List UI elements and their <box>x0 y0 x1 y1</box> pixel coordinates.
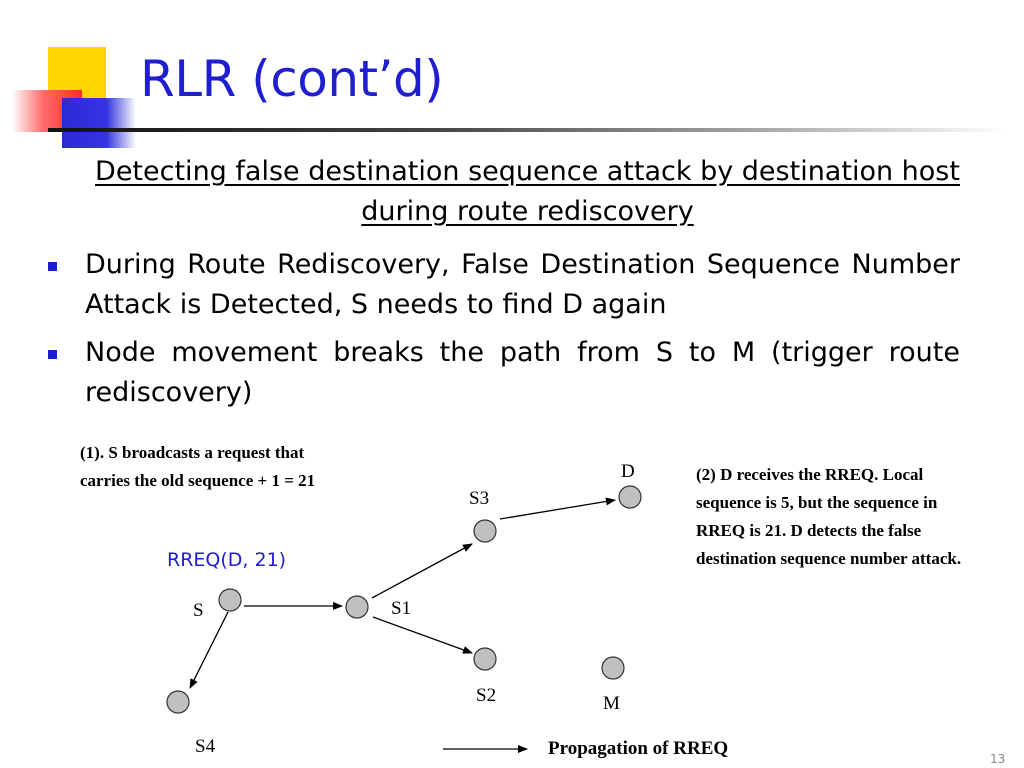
note-step-1: (1). S broadcasts a request that carries… <box>80 443 316 490</box>
corner-logo <box>0 0 140 150</box>
node-label-s3: S3 <box>469 488 490 509</box>
bullet-text: Node movement breaks the path from S to … <box>85 337 960 408</box>
legend-label: Propagation of RREQ <box>548 738 729 759</box>
bullet-item: Node movement breaks the path from S to … <box>45 333 960 413</box>
node-s3 <box>473 519 497 543</box>
node-label-s2: S2 <box>476 685 497 706</box>
bullet-item: During Route Rediscovery, False Destinat… <box>45 245 960 325</box>
note-step-2: (2) D receives the RREQ. Local sequence … <box>696 465 962 568</box>
node-s <box>218 588 242 612</box>
square-bullet-icon <box>48 350 57 359</box>
page-number: 13 <box>990 752 1006 766</box>
title-divider <box>48 128 1008 132</box>
bullet-list: During Route Rediscovery, False Destinat… <box>45 245 960 421</box>
slide-title: RLR (cont’d) <box>140 50 444 108</box>
node-s4 <box>166 690 190 714</box>
edge-s1-s2 <box>372 616 473 654</box>
node-label-s1: S1 <box>391 598 412 619</box>
edge-s1-s3 <box>371 543 473 599</box>
edge-s3-d <box>499 497 616 520</box>
node-label-d: D <box>621 461 635 482</box>
rreq-label: RREQ(D, 21) <box>167 549 287 571</box>
node-label-s4: S4 <box>195 736 216 757</box>
slide-subtitle: Detecting false destination sequence att… <box>95 156 960 227</box>
node-m <box>601 656 625 680</box>
square-bullet-icon <box>48 262 57 271</box>
node-s2 <box>473 647 497 671</box>
node-label-m: M <box>603 693 620 714</box>
node-s1 <box>345 595 369 619</box>
node-d <box>618 485 642 509</box>
bullet-text: During Route Rediscovery, False Destinat… <box>85 249 960 320</box>
logo-blue-square <box>62 98 136 148</box>
edge-s-s4 <box>189 611 229 689</box>
node-label-s: S <box>193 600 204 621</box>
